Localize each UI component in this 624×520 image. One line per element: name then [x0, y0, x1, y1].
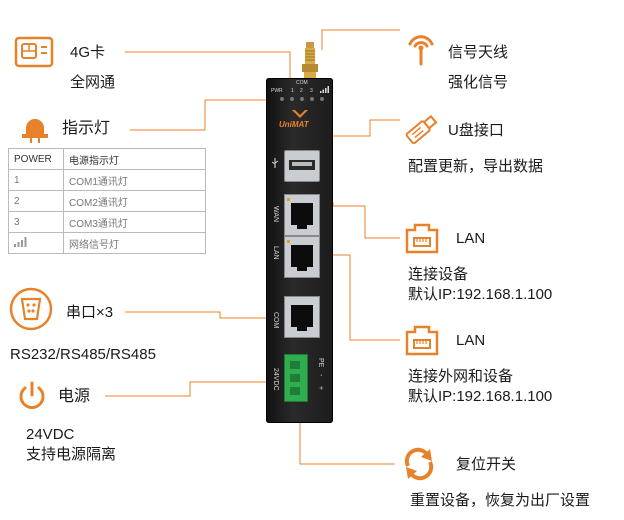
lan1-line2: 默认IP:192.168.1.100 [408, 286, 553, 303]
legend-row: 1 COM1通讯灯 [8, 169, 206, 191]
led-pwr [280, 97, 284, 101]
lan-port-icon [404, 220, 440, 261]
sim-card-icon [14, 36, 60, 73]
power-icon [16, 380, 48, 417]
power-line2: 支持电源隔离 [26, 446, 117, 463]
wan-port[interactable] [284, 194, 320, 236]
line-usb [320, 119, 400, 137]
serial-title: 串口×3 [66, 304, 114, 321]
signal-bars-icon [14, 236, 27, 247]
legend-code: 3 [8, 211, 64, 233]
legend-code [8, 232, 64, 254]
usb-symbol-icon [271, 158, 279, 168]
line-power [105, 381, 290, 397]
lan2-line1: 连接外网和设备 [408, 368, 514, 385]
legend-desc: COM1通讯灯 [63, 169, 206, 191]
minus-label: - [317, 374, 324, 377]
power-terminal[interactable] [284, 354, 308, 402]
indicator-legend-table: POWER 电源指示灯 1 COM1通讯灯 2 COM2通讯灯 3 COM3通讯… [8, 148, 206, 254]
lan1-line1: 连接设备 [408, 266, 469, 283]
line-antenna [321, 29, 400, 50]
legend-row: 网络信号灯 [8, 232, 206, 254]
line-reset [299, 423, 395, 465]
wan-port-label: WAN [272, 206, 279, 223]
legend-code: 1 [8, 169, 64, 191]
legend-desc: COM3通讯灯 [63, 211, 206, 233]
legend-row: POWER 电源指示灯 [8, 148, 206, 170]
reset-subtitle: 重置设备，恢复为出厂设置 [410, 492, 591, 509]
usb-drive-icon [402, 112, 442, 151]
reset-icon [400, 446, 438, 487]
dc-input-label: 24VDC [272, 368, 279, 391]
serial-subtitle: RS232/RS485/RS485 [10, 346, 156, 363]
gateway-device: COM PWR 1 2 3 UniMAT WAN LAN COM [266, 78, 333, 423]
serial-port-icon [8, 286, 54, 337]
antenna-subtitle: 强化信号 [448, 74, 509, 91]
brand-name: UniMAT [279, 120, 309, 129]
power-line1: 24VDC [26, 426, 75, 443]
line-sim [125, 51, 291, 80]
signal-icon [320, 86, 329, 93]
legend-row: 3 COM3通讯灯 [8, 211, 206, 233]
led-signal [320, 97, 324, 101]
led-com3 [310, 97, 314, 101]
line-serial [125, 311, 290, 319]
legend-code: POWER [8, 148, 64, 170]
lan1-title: LAN [456, 230, 486, 247]
device-com-header: COM [296, 80, 308, 86]
power-title: 电源 [58, 388, 91, 405]
sim-title: 4G卡 [70, 44, 106, 61]
reset-title: 复位开关 [456, 456, 517, 473]
usb-title: U盘接口 [448, 122, 504, 139]
led-label-pwr: PWR [271, 88, 283, 94]
pe-label: PE [317, 358, 324, 368]
antenna-icon [404, 30, 438, 71]
led-com1 [290, 97, 294, 101]
sim-subtitle: 全网通 [70, 74, 116, 91]
legend-desc: COM2通讯灯 [63, 190, 206, 212]
lan2-title: LAN [456, 332, 486, 349]
led-com2 [300, 97, 304, 101]
led-label-2: 2 [300, 88, 303, 94]
com-port[interactable] [284, 296, 320, 338]
usb-port[interactable] [284, 150, 320, 182]
led-label-3: 3 [310, 88, 313, 94]
lan-port[interactable] [284, 236, 320, 278]
antenna-title: 信号天线 [448, 44, 509, 61]
lan-port-icon [404, 322, 440, 363]
antenna-connector [300, 42, 320, 85]
legend-code: 2 [8, 190, 64, 212]
legend-desc: 网络信号灯 [63, 232, 206, 254]
plus-label: + [317, 386, 324, 391]
lan-port-label: LAN [272, 246, 279, 260]
led-label-1: 1 [291, 88, 294, 94]
legend-desc: 电源指示灯 [63, 148, 206, 170]
lan2-line2: 默认IP:192.168.1.100 [408, 388, 553, 405]
line-indicator [130, 99, 300, 131]
brand-logo-icon [292, 110, 308, 118]
indicator-title: 指示灯 [62, 120, 111, 137]
com-port-label: COM [272, 312, 279, 329]
legend-row: 2 COM2通讯灯 [8, 190, 206, 212]
usb-subtitle: 配置更新，导出数据 [408, 158, 544, 175]
indicator-light-icon [18, 112, 52, 149]
